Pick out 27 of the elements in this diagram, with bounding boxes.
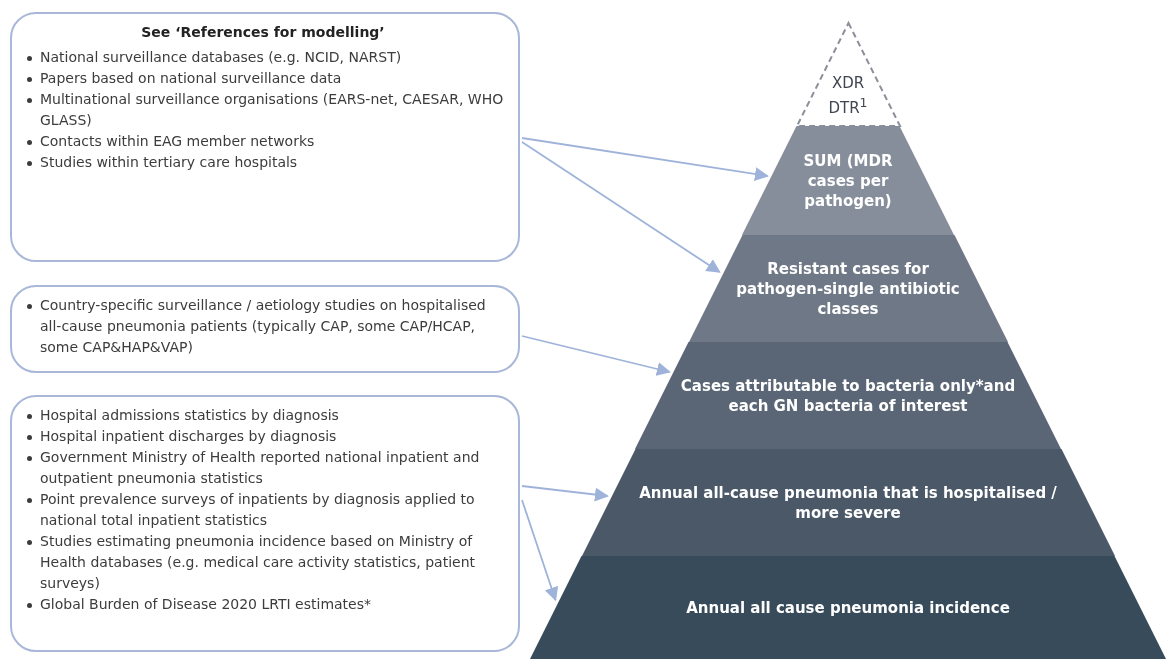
source-box (10, 285, 520, 373)
bullet-item: Hospital inpatient discharges by diagnosis (40, 427, 338, 446)
tier-label: SUM (MDR cases per pathogen) (802, 150, 894, 211)
bullet-item: Studies within tertiary care hospitals (40, 153, 299, 172)
bullet-item: Point prevalence surveys of inpatients by diagnosis applied to national total inpatient statistics (40, 490, 476, 530)
bullet-item: Studies estimating pneumonia incidence based on Ministry of Health databases (e.g. medical care activity statistics, patient surveys) (40, 532, 476, 593)
tier-label: Annual all-cause pneumonia that is hospitalised / more severe (638, 482, 1058, 523)
source-box (10, 395, 520, 652)
bullet-item: Global Burden of Disease 2020 LRTI estimates* (40, 595, 372, 614)
arrow (521, 485, 609, 502)
arrow (521, 335, 671, 376)
source-box (10, 12, 520, 262)
tier-label: Cases attributable to bacteria only*and each GN bacteria of interest (679, 375, 1017, 416)
box-heading: See ‘References for modelling’ (140, 23, 386, 42)
tier-label: XDR DTR$^{1}$ (827, 72, 869, 118)
tier-label: Resistant cases for pathogen-single antibiotic classes (735, 258, 961, 319)
bullet-item: Papers based on national surveillance data (40, 69, 343, 88)
arrow (521, 137, 769, 181)
bullet-item: Multinational surveillance organisations (EARS-net, CAESAR, WHO GLASS) (40, 90, 504, 130)
bullet-item: National surveillance databases (e.g. NCID, NARST) (40, 48, 403, 67)
tier-label: Annual all cause pneumonia incidence (686, 597, 1010, 618)
bullet-item: Hospital admissions statistics by diagnosis (40, 406, 340, 425)
arrow (521, 499, 559, 602)
arrow (521, 141, 721, 273)
bullet-item: Contacts within EAG member networks (40, 132, 316, 151)
bullet-item: Country-specific surveillance / aetiology studies on hospitalised all-cause pneumonia patients (typically CAP, some CAP/HCAP, some CAP&HAP&VAP) (40, 296, 487, 357)
bullet-item: Government Ministry of Health reported national inpatient and outpatient pneumonia statistics (40, 448, 481, 488)
